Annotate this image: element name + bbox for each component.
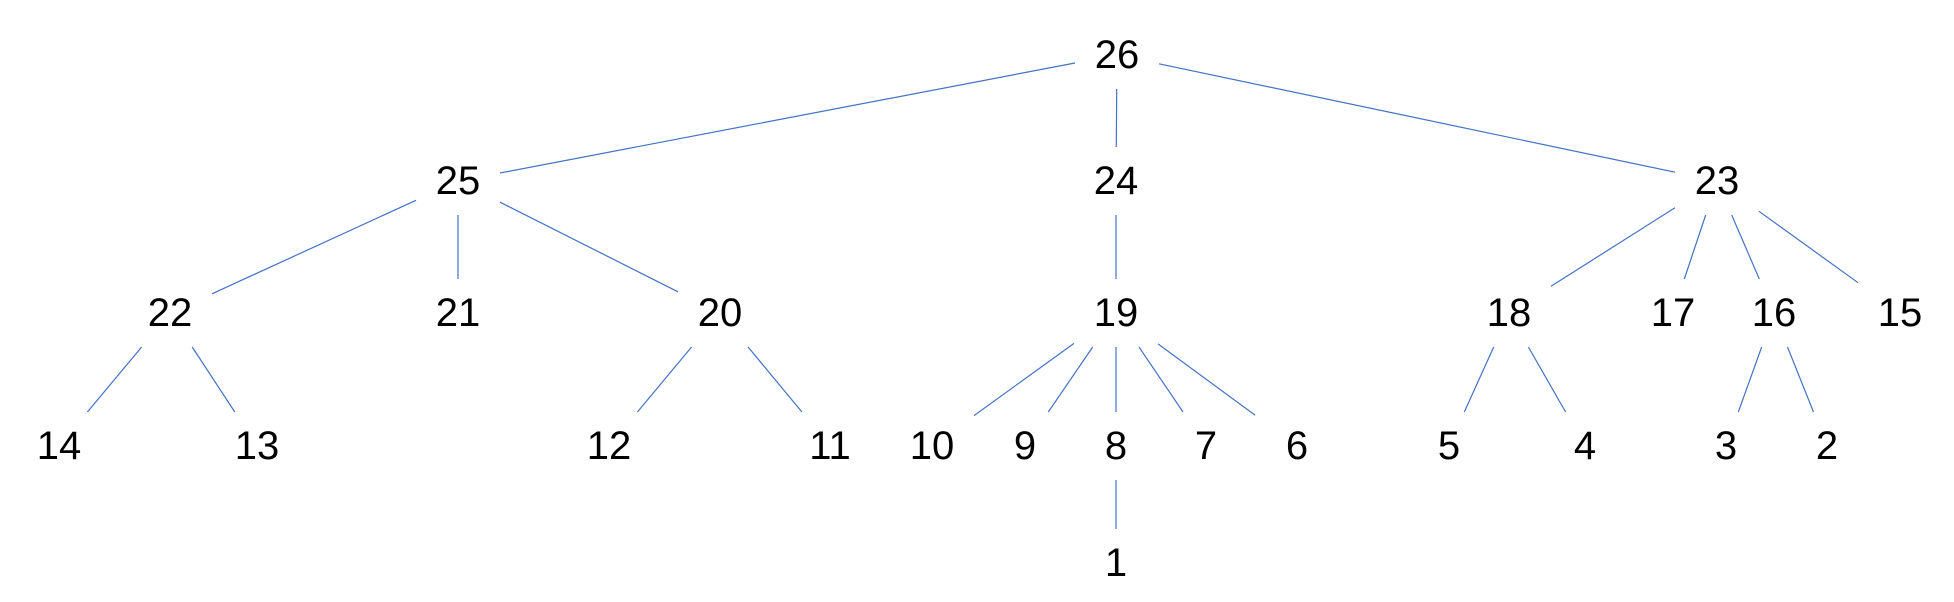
edge-23-15 xyxy=(1758,210,1859,284)
edge-23-16 xyxy=(1731,214,1760,280)
node-12: 12 xyxy=(587,424,632,468)
edge-19-7 xyxy=(1138,346,1184,413)
node-15: 15 xyxy=(1878,291,1923,335)
node-22: 22 xyxy=(148,291,193,335)
node-1: 1 xyxy=(1105,541,1127,585)
tree-edges xyxy=(86,62,1859,529)
edge-16-2 xyxy=(1786,346,1815,413)
node-24: 24 xyxy=(1094,159,1139,203)
node-25: 25 xyxy=(436,159,481,203)
node-5: 5 xyxy=(1438,424,1460,468)
node-14: 14 xyxy=(37,424,82,468)
node-23: 23 xyxy=(1695,159,1740,203)
node-17: 17 xyxy=(1651,291,1696,335)
node-10: 10 xyxy=(910,424,955,468)
edge-19-6 xyxy=(1157,343,1256,416)
node-6: 6 xyxy=(1286,424,1308,468)
edge-19-9 xyxy=(1047,346,1094,413)
node-9: 9 xyxy=(1014,424,1036,468)
node-13: 13 xyxy=(235,424,280,468)
edge-22-13 xyxy=(191,346,236,413)
node-3: 3 xyxy=(1715,424,1737,468)
edge-25-20 xyxy=(499,201,679,293)
node-2: 2 xyxy=(1816,424,1838,468)
node-18: 18 xyxy=(1487,291,1532,335)
node-16: 16 xyxy=(1752,291,1797,335)
edge-25-22 xyxy=(211,199,417,295)
node-26: 26 xyxy=(1095,33,1140,77)
node-20: 20 xyxy=(698,291,743,335)
edge-26-23 xyxy=(1158,63,1676,173)
edge-16-3 xyxy=(1737,346,1763,413)
edge-20-12 xyxy=(636,346,693,413)
edge-23-18 xyxy=(1550,207,1676,287)
node-4: 4 xyxy=(1574,424,1596,468)
node-11: 11 xyxy=(809,424,851,468)
edge-22-14 xyxy=(86,346,143,413)
node-19: 19 xyxy=(1094,291,1139,335)
node-21: 21 xyxy=(436,291,481,335)
node-8: 8 xyxy=(1105,424,1127,468)
edge-19-10 xyxy=(973,342,1075,417)
edge-18-4 xyxy=(1527,346,1567,413)
edge-26-25 xyxy=(499,62,1076,174)
edge-20-11 xyxy=(747,346,803,413)
node-7: 7 xyxy=(1195,424,1217,468)
edge-23-17 xyxy=(1683,214,1707,280)
edge-18-5 xyxy=(1463,346,1495,413)
